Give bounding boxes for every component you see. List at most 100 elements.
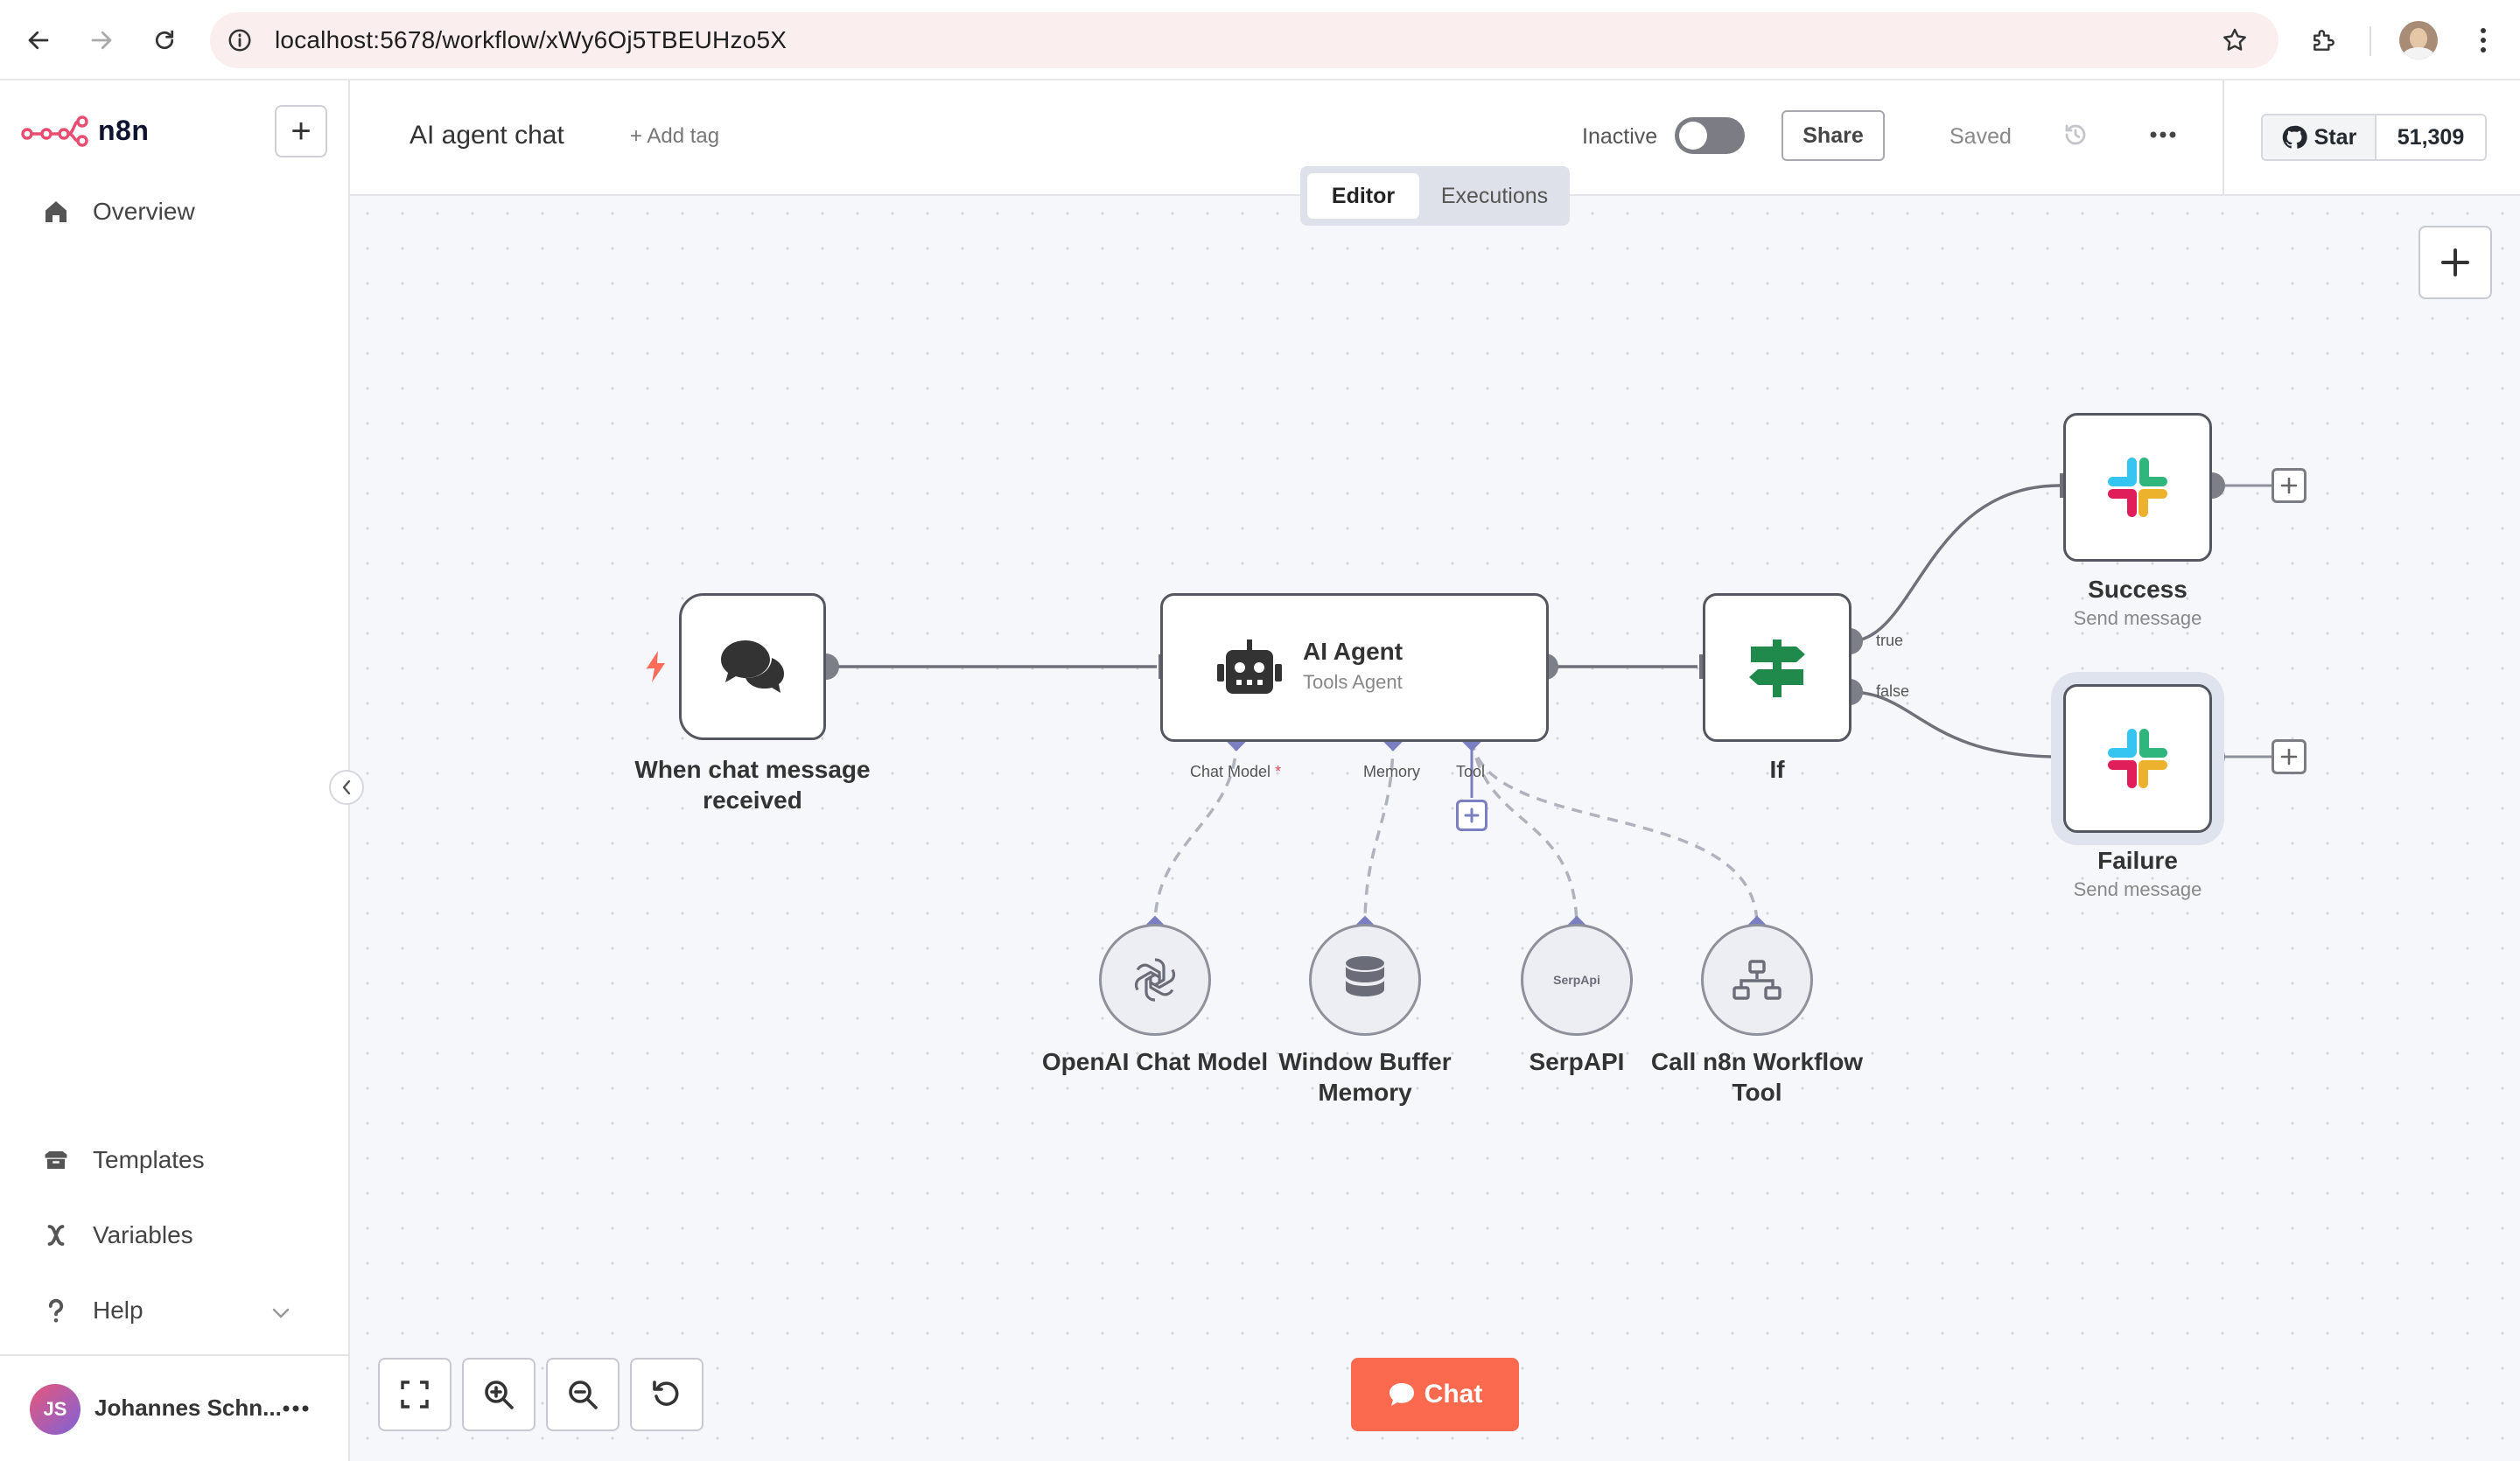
toolbar-divider (2370, 26, 2371, 56)
variable-icon (40, 1220, 72, 1251)
zoom-out-icon (569, 1381, 598, 1409)
sidebar-item-variables[interactable]: Variables (40, 1214, 193, 1256)
user-menu-icon[interactable] (278, 1391, 313, 1426)
header-divider (2222, 80, 2224, 194)
branch-label-true: true (1876, 632, 1904, 649)
chat-bubbles-icon (721, 640, 784, 693)
node-slack-success[interactable] (2063, 413, 2212, 562)
node-call-workflow-tool[interactable] (1701, 924, 1813, 1036)
port-label-tool: Tool (1456, 763, 1486, 780)
node-chat-trigger[interactable] (679, 593, 826, 740)
plus-icon (1464, 807, 1480, 823)
agent-subtitle: Tools Agent (1303, 671, 1403, 693)
chat-icon (1389, 1383, 1414, 1406)
openai-icon (1134, 958, 1176, 1002)
sidebar-item-templates[interactable]: Templates (40, 1139, 205, 1181)
robot-icon (1217, 640, 1282, 694)
undo-icon (653, 1381, 679, 1406)
browser-menu-icon[interactable] (2462, 19, 2504, 61)
n8n-logo[interactable]: n8n (21, 108, 149, 152)
add-tool-button[interactable] (1456, 800, 1488, 831)
node-label-workflow-tool: Call n8n Workflow Tool (1650, 1048, 1864, 1106)
site-info-icon[interactable] (222, 23, 257, 58)
sidebar-user-footer: JS Johannes Schn... (0, 1354, 348, 1461)
saved-status: Saved (1950, 124, 2012, 149)
node-label-if: If (1769, 756, 1785, 783)
sidebar-item-help[interactable]: Help (40, 1290, 144, 1332)
n8n-logo-icon (21, 115, 88, 147)
sidebar: n8n + Overview Templates Variables Help … (0, 80, 350, 1461)
tab-executions[interactable]: Executions (1440, 184, 1549, 208)
reload-icon[interactable] (144, 19, 186, 61)
browser-profile-avatar[interactable] (2399, 21, 2438, 59)
node-label-failure: Failure (2097, 847, 2178, 874)
more-options-icon[interactable] (2146, 119, 2180, 150)
node-label-openai: OpenAI Chat Model (1041, 1048, 1269, 1075)
extensions-puzzle-icon[interactable] (2303, 19, 2345, 61)
node-subtitle-success: Send message (2073, 607, 2202, 629)
node-window-buffer-memory[interactable] (1309, 924, 1421, 1036)
node-ai-agent[interactable]: AI Agent Tools Agent (1160, 593, 1549, 742)
zoom-out-button[interactable] (546, 1358, 620, 1431)
share-button[interactable]: Share (1782, 110, 1885, 161)
plus-icon (2280, 748, 2298, 765)
node-label-trigger: When chat message received (634, 756, 871, 814)
user-avatar[interactable]: JS (30, 1384, 80, 1435)
zoom-in-button[interactable] (462, 1358, 536, 1431)
address-bar[interactable]: localhost:5678/workflow/xWy6Oj5TBEUHzo5X (210, 12, 2278, 68)
chevron-left-icon (342, 779, 351, 795)
node-label-success: Success (2088, 576, 2188, 603)
node-openai-chat-model[interactable] (1099, 924, 1211, 1036)
slack-icon (2108, 729, 2167, 788)
plus-icon (2280, 477, 2298, 494)
zoom-to-fit-button[interactable] (378, 1358, 452, 1431)
home-icon (40, 196, 72, 227)
add-after-success-button[interactable] (2272, 468, 2306, 503)
agent-title: AI Agent (1303, 638, 1404, 665)
node-label-memory: Window Buffer Memory (1278, 1048, 1452, 1106)
port-label-chat-model: Chat Model * (1190, 763, 1282, 780)
node-slack-failure[interactable] (2063, 684, 2212, 833)
sitemap-icon (1732, 960, 1782, 1000)
fullscreen-icon (401, 1381, 429, 1409)
box-icon (40, 1144, 72, 1176)
node-if[interactable] (1703, 593, 1852, 742)
port-label-memory: Memory (1363, 763, 1421, 780)
github-star-button[interactable]: Star (2263, 115, 2376, 159)
sidebar-item-label: Templates (93, 1146, 205, 1173)
logo-text: n8n (98, 114, 150, 146)
add-after-failure-button[interactable] (2272, 739, 2306, 774)
serpapi-logo-icon: SerpApi (1553, 973, 1600, 987)
open-chat-button[interactable]: Chat (1351, 1358, 1519, 1431)
add-node-panel-button[interactable] (2418, 226, 2492, 299)
database-icon (1346, 956, 1384, 996)
signpost-icon (1749, 640, 1805, 697)
github-star-widget[interactable]: Star 51,309 (2261, 114, 2487, 161)
back-icon[interactable] (18, 19, 60, 61)
chat-button-label: Chat (1424, 1380, 1483, 1409)
question-icon (40, 1295, 72, 1326)
tab-editor[interactable]: Editor (1307, 173, 1419, 219)
user-name[interactable]: Johannes Schn... (94, 1395, 282, 1421)
collapse-sidebar-button[interactable] (329, 770, 364, 805)
github-star-count[interactable]: 51,309 (2376, 115, 2485, 159)
workflow-name[interactable]: AI agent chat (410, 121, 564, 150)
sidebar-item-label: Overview (93, 198, 195, 225)
chevron-down-icon[interactable] (268, 1300, 294, 1326)
history-icon[interactable] (2060, 119, 2091, 150)
bookmark-star-icon[interactable] (2217, 23, 2252, 58)
editor-executions-switch: Editor Executions (1300, 166, 1570, 226)
browser-toolbar: localhost:5678/workflow/xWy6Oj5TBEUHzo5X (0, 0, 2520, 80)
forward-icon[interactable] (80, 19, 122, 61)
node-serpapi[interactable]: SerpApi (1521, 924, 1633, 1036)
url-text[interactable]: localhost:5678/workflow/xWy6Oj5TBEUHzo5X (275, 26, 788, 53)
node-label-serpapi: SerpAPI (1529, 1048, 1625, 1075)
zoom-in-icon (485, 1381, 514, 1409)
reset-zoom-button[interactable] (630, 1358, 704, 1431)
active-toggle[interactable] (1675, 117, 1745, 154)
branch-label-false: false (1876, 682, 1910, 700)
sidebar-item-overview[interactable]: Overview (40, 191, 195, 233)
add-tag-link[interactable]: + Add tag (630, 124, 720, 148)
add-new-button[interactable]: + (275, 105, 327, 157)
active-status-label: Inactive (1582, 124, 1658, 149)
